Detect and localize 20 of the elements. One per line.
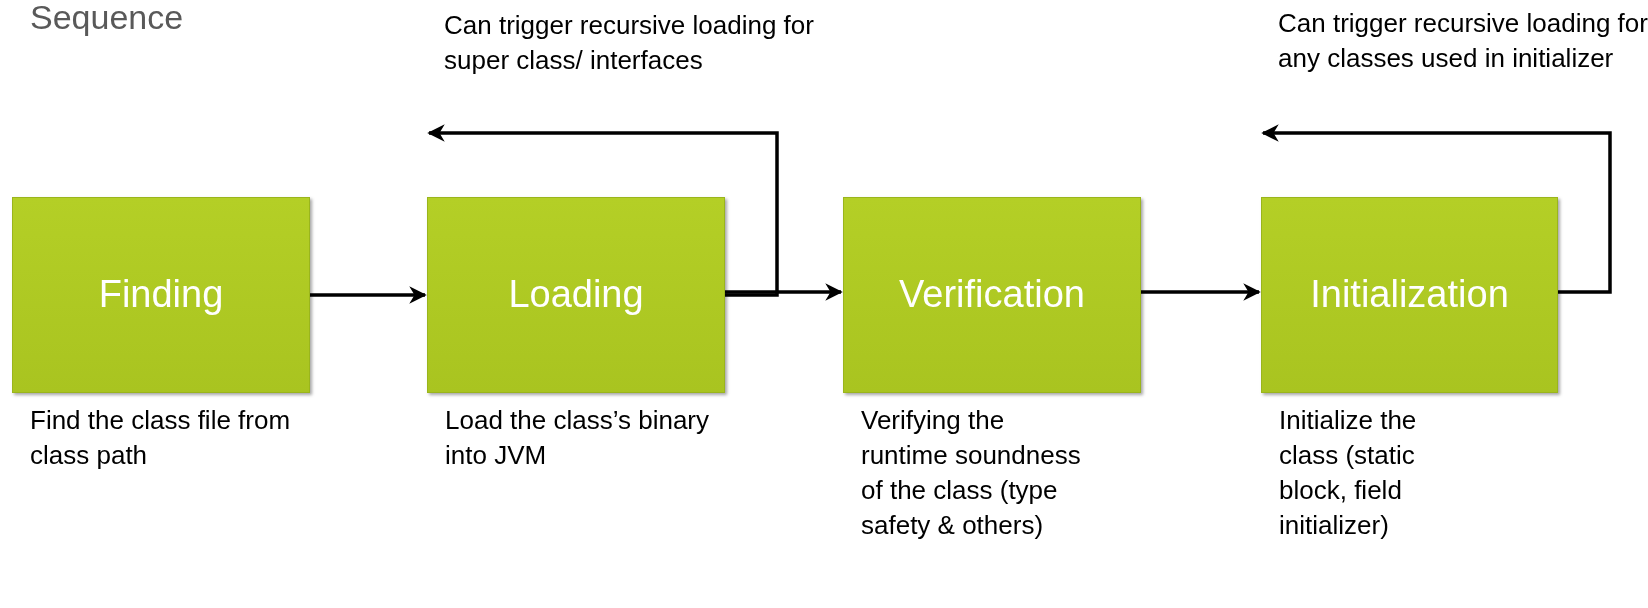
step-name: Initialization: [1310, 272, 1509, 318]
note-text: Can trigger recursive loading for super class/ interfaces: [444, 9, 815, 77]
step-description: Verifying the runtime soundness of the class (type safety & others): [861, 404, 1082, 542]
step-description: Initialize the class (static block, field initializer): [1279, 404, 1418, 542]
step-name: Loading: [508, 272, 644, 318]
arrow: [1261, 124, 1612, 294]
arrow: [310, 286, 427, 304]
step-description: Find the class file from class path: [30, 404, 292, 472]
step-description: Load the class’s binary into JVM: [445, 404, 710, 472]
arrow: [725, 283, 843, 301]
arrow: [1141, 283, 1261, 301]
step-name: Finding: [98, 272, 224, 318]
process-box: [843, 197, 1141, 393]
process-box: [427, 197, 725, 393]
slide-title: Sequence: [30, 0, 184, 34]
process-box: [1261, 197, 1558, 393]
arrow: [427, 124, 779, 297]
step-name: Verification: [899, 272, 1085, 318]
process-box: [12, 197, 310, 393]
note-text: Can trigger recursive loading for any classes used in initializer: [1278, 7, 1648, 75]
